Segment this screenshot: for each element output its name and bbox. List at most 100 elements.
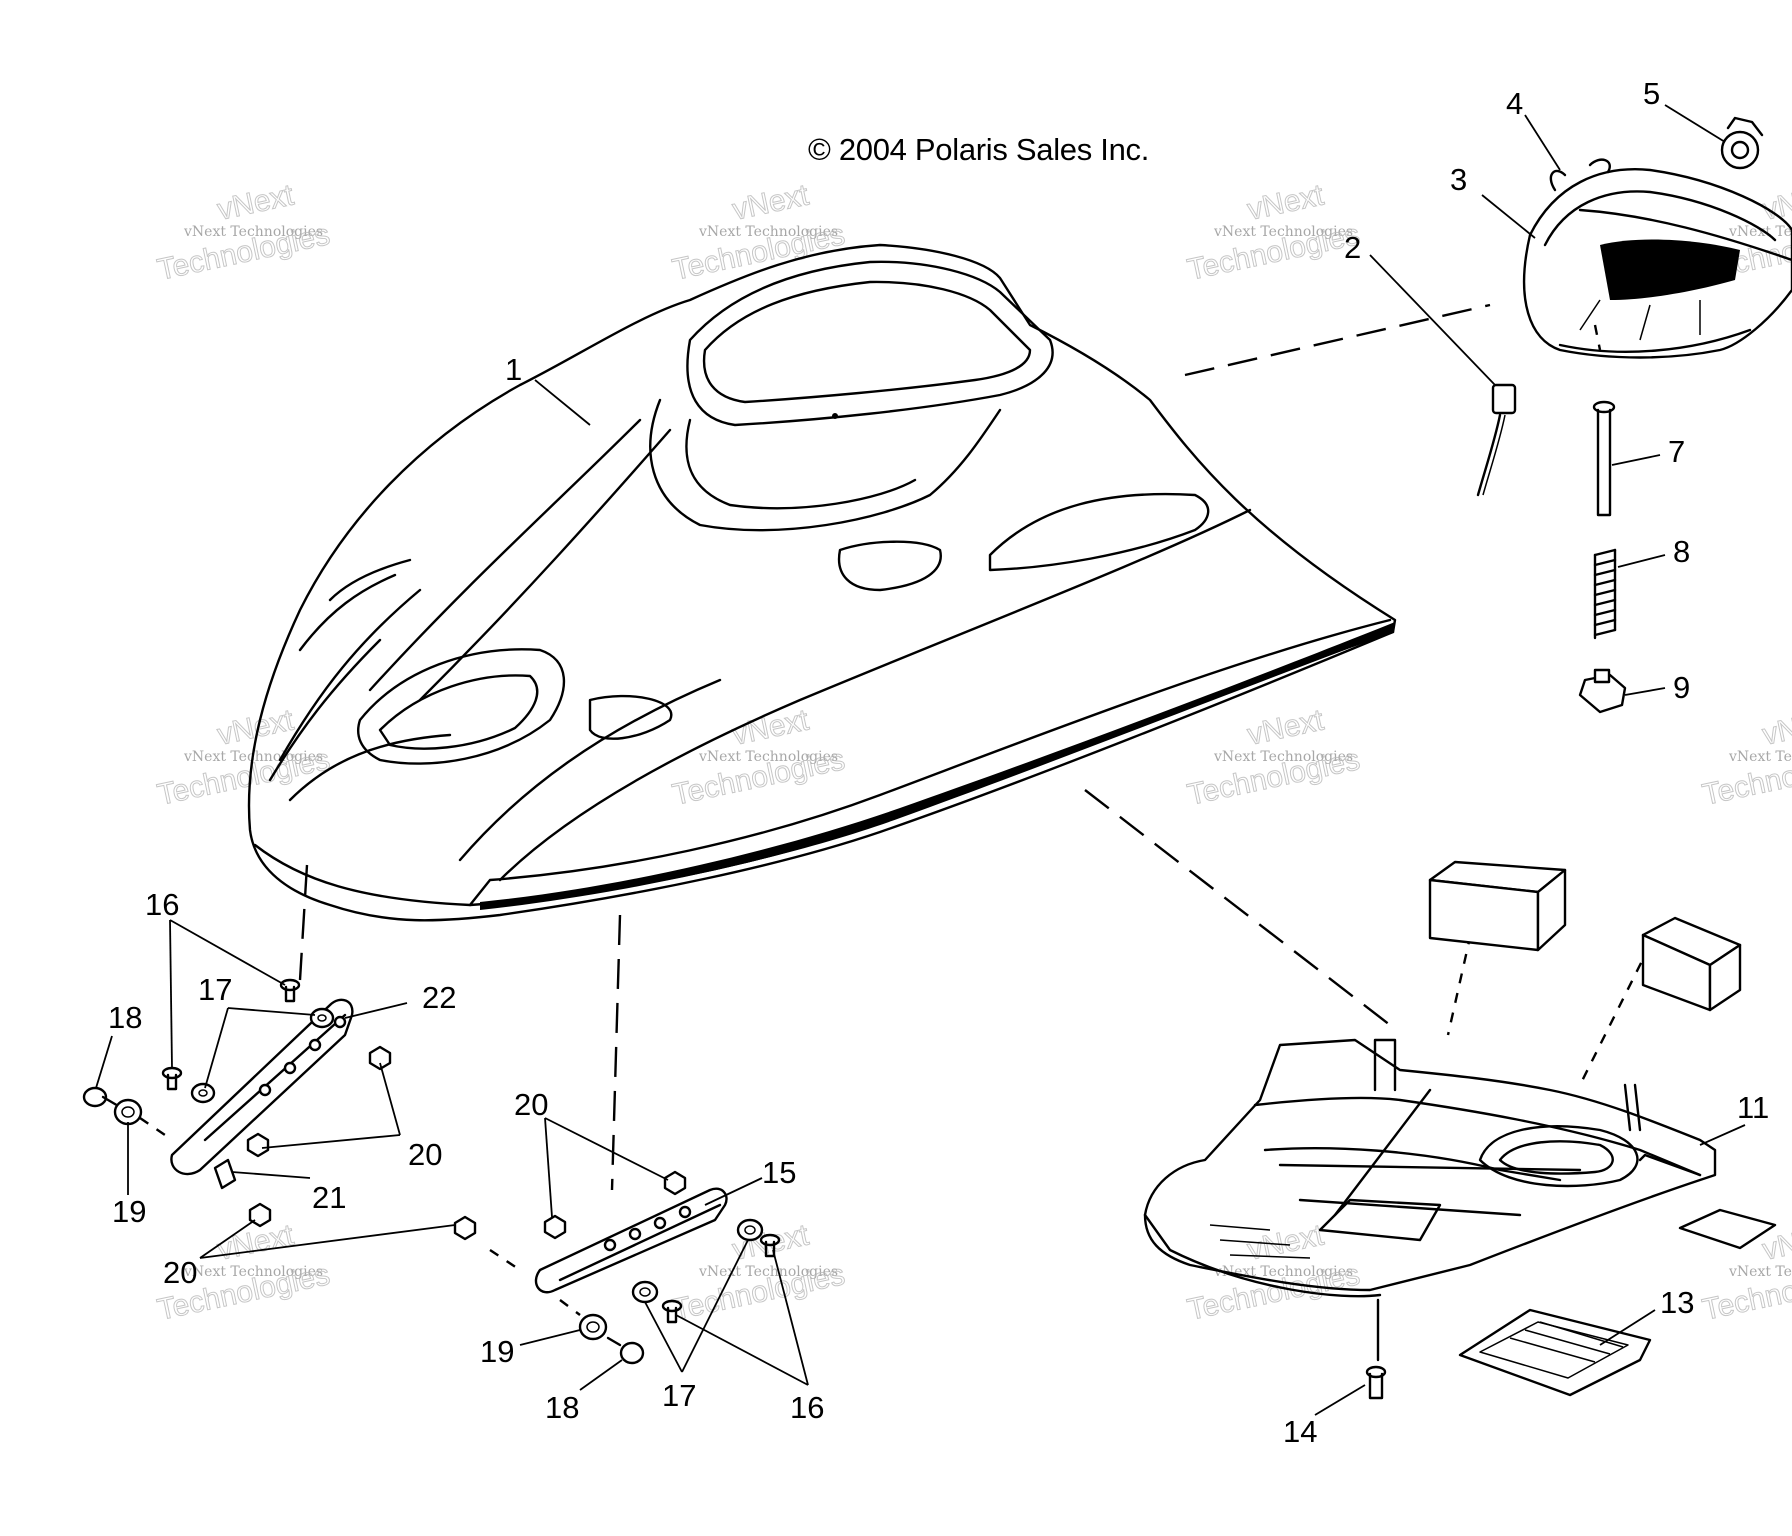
grille-plate-inner	[1479, 1321, 1629, 1379]
connector-plug	[1491, 383, 1517, 415]
grommet-part-19	[113, 1098, 143, 1126]
tray-compartment	[1318, 1198, 1442, 1242]
connector-wire	[1482, 414, 1506, 496]
watermark-text: vNext	[215, 1218, 298, 1266]
screw-head	[1365, 1365, 1387, 1379]
bracket-hole	[308, 1038, 322, 1052]
grommet-hole	[586, 1321, 600, 1333]
hood-windshield-frame	[686, 260, 1054, 427]
watermark-text: vNext Technologies	[183, 224, 323, 240]
washer-part-17	[736, 1218, 764, 1242]
assembly-line	[610, 914, 622, 1191]
bolt-part-18	[606, 1336, 645, 1365]
watermark-text: vNext Technologies	[1728, 1264, 1792, 1280]
watermark-text: vNext Technologies	[698, 224, 838, 240]
hood-headlight-line	[288, 733, 452, 802]
leader-line	[344, 1002, 408, 1019]
nut-part-20	[368, 1045, 392, 1071]
bracket-hole	[628, 1227, 642, 1241]
screw-shank	[1368, 1372, 1384, 1400]
assembly-line	[559, 1299, 581, 1316]
callout-label: 20	[408, 1137, 442, 1172]
washer-part-17	[190, 1082, 216, 1104]
washer	[736, 1218, 764, 1242]
assembly-line	[489, 1249, 521, 1271]
grille-plate-slats	[1509, 1321, 1624, 1363]
callout-label: 5	[1643, 76, 1660, 111]
tray-lip	[1143, 1213, 1382, 1298]
spring-coils	[1593, 548, 1617, 637]
washer-hole	[744, 1225, 756, 1235]
wire-connector-part-2	[1476, 383, 1517, 497]
tray-round-pocket	[1498, 1140, 1614, 1175]
callout-label: 11	[1737, 1090, 1769, 1125]
hood-headlight-line	[268, 638, 382, 782]
leader-line	[1524, 114, 1561, 171]
leader-line	[227, 1007, 316, 1016]
leader-line	[544, 1117, 669, 1181]
grille-plate-outline	[1458, 1308, 1652, 1397]
foam-block-side	[1536, 868, 1567, 952]
callout-label: 14	[1283, 1414, 1317, 1449]
callout-label: 1	[505, 352, 522, 387]
knob-part-5	[1720, 116, 1764, 170]
watermark: vNext vNext Technologies Technologies	[669, 178, 848, 287]
nut-top	[1593, 668, 1611, 684]
leader-line	[1624, 687, 1666, 696]
screw-part-16	[279, 978, 301, 1003]
foam-block-side	[1708, 943, 1742, 1012]
leader-line	[772, 1249, 809, 1386]
grommet-part-19	[578, 1313, 608, 1341]
hood-vent	[988, 492, 1210, 572]
connector-wire	[1476, 413, 1502, 497]
callout-labels: 1 2 3 4 5 7 8 9 11 13 14 15 16 16 17 17 …	[108, 76, 1769, 1449]
hex-nut	[543, 1214, 567, 1240]
leader-line	[199, 1219, 256, 1259]
callout-label: 9	[1673, 670, 1690, 705]
bracket-hole	[283, 1061, 297, 1075]
nut-part-20	[453, 1215, 477, 1241]
washer-part-17	[631, 1280, 659, 1304]
windshield-frame	[1558, 328, 1752, 353]
leader-line	[1314, 1384, 1366, 1416]
tray-round-pocket	[1478, 1125, 1639, 1188]
callout-label: 20	[514, 1087, 548, 1122]
leader-line	[95, 1035, 113, 1089]
leader-line	[169, 919, 173, 1069]
watermark: vNext vNext Technologies Technologies	[1184, 703, 1363, 812]
pin-part-7	[1592, 400, 1616, 517]
watermark: vNext vNext Technologies Technologies	[154, 178, 333, 287]
watermark-text: vNext Technologies	[183, 1264, 323, 1280]
hood-assembly	[247, 243, 1397, 922]
washer	[309, 1007, 335, 1029]
hex-nut	[663, 1170, 687, 1196]
foam-block-front	[1428, 878, 1540, 952]
bracket-left-part-22	[170, 998, 354, 1176]
bolt-part-18	[82, 1086, 122, 1109]
leader-lines	[95, 104, 1746, 1416]
leader-line	[675, 1314, 809, 1386]
watermark: vNext vNext Technologies Technologies	[669, 703, 848, 812]
windshield-stripe	[1578, 208, 1792, 262]
leader-line	[231, 1171, 311, 1179]
nut-part-20	[543, 1214, 567, 1240]
leader-line	[544, 1117, 553, 1218]
watermark-text: vNext	[730, 178, 813, 226]
hood-fastener-dot	[832, 413, 838, 419]
screw-part-16	[759, 1233, 781, 1258]
nut-part-9	[1578, 668, 1627, 714]
grommet	[578, 1313, 608, 1341]
clip-part-21	[213, 1158, 237, 1190]
screw-shank	[166, 1073, 178, 1091]
watermark-text: vNext	[1760, 178, 1792, 226]
bracket-hole	[333, 1015, 347, 1029]
callout-label: 2	[1344, 230, 1361, 265]
tray-post	[1638, 1153, 1702, 1177]
screw-shank	[284, 985, 296, 1003]
callout-label: 18	[108, 1000, 142, 1035]
leader-line	[644, 1301, 683, 1373]
tray-ribs	[1209, 1224, 1311, 1259]
leader-line	[1699, 1124, 1746, 1146]
callout-label: 21	[312, 1180, 346, 1215]
